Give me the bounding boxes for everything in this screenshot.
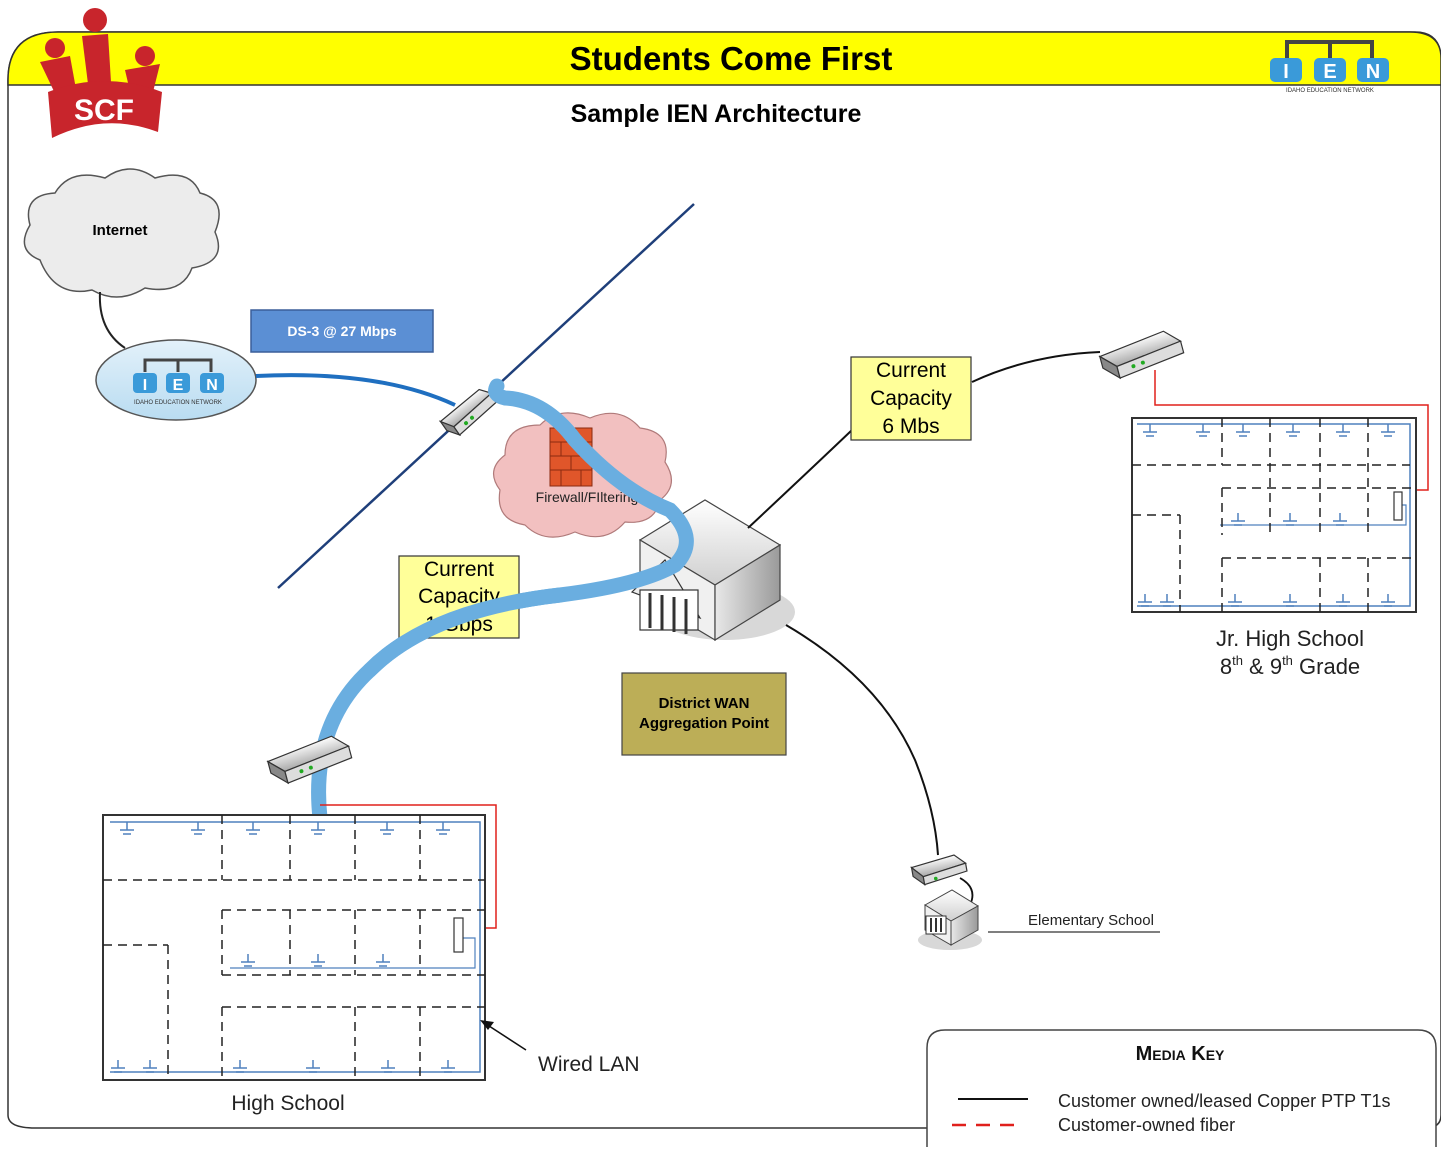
page-title: Students Come First <box>570 40 893 77</box>
capacity-6m-line-3: 6 Mbs <box>882 415 939 438</box>
internet-label: Internet <box>92 222 147 239</box>
ien-node-i: I <box>143 377 147 394</box>
edge-router-icon <box>438 388 498 437</box>
firewall-label: Firewall/FIltering <box>536 489 639 505</box>
jr-high-grade-mid: & 9 <box>1243 654 1282 679</box>
jr-high-grade-end: Grade <box>1293 654 1360 679</box>
ien-node-caption: IDAHO EDUCATION NETWORK <box>134 400 222 406</box>
capacity-1g-line-2: Capacity <box>418 585 500 608</box>
ien-letter-i: I <box>1283 61 1289 83</box>
legend-label-copper: Customer owned/leased Copper PTP T1s <box>1058 1091 1391 1111</box>
ien-logo: I E N IDAHO EDUCATION NETWORK <box>1270 40 1389 94</box>
elementary-router-icon <box>910 854 968 886</box>
jr-high-grade-b-sup: th <box>1282 653 1293 668</box>
ien-node-e: E <box>173 377 184 394</box>
ien-logo-caption: IDAHO EDUCATION NETWORK <box>1286 88 1374 94</box>
media-key-title: Media Key <box>1136 1043 1225 1065</box>
high-school-floorplan <box>102 814 486 1081</box>
ien-node-n: N <box>206 377 218 394</box>
capacity-6m-line-1: Current <box>876 359 946 382</box>
page-subtitle: Sample IEN Architecture <box>571 100 862 128</box>
wired-lan-callout: Wired LAN <box>480 1020 640 1076</box>
jr-high-grade-a: 8 <box>1220 654 1232 679</box>
district-box: District WAN Aggregation Point <box>621 672 787 756</box>
high-school-router-icon <box>266 735 353 785</box>
jr-high-link-b <box>971 351 1101 383</box>
wired-lan-label: Wired LAN <box>538 1053 640 1076</box>
scf-logo: SCF <box>40 8 162 138</box>
district-line-2: Aggregation Point <box>639 715 769 732</box>
internet-link <box>98 291 126 349</box>
elementary-link <box>785 624 939 856</box>
jr-high-floorplan <box>1131 417 1417 613</box>
ien-letter-n: N <box>1366 61 1380 83</box>
capacity-6m-line-2: Capacity <box>870 387 952 410</box>
ien-node: I E N IDAHO EDUCATION NETWORK <box>95 339 257 421</box>
scf-logo-text: SCF <box>74 94 134 127</box>
capacity-1g-box: Current Capacity 1 Gbps <box>398 555 520 639</box>
district-line-1: District WAN <box>659 695 750 712</box>
legend-label-fiber: Customer-owned fiber <box>1058 1115 1235 1135</box>
jr-high-grade: 8th & 9th Grade <box>1220 653 1360 679</box>
jr-high-grade-a-sup: th <box>1232 653 1243 668</box>
firewall-cloud: Firewall/FIltering <box>493 412 672 538</box>
internet-cloud: Internet <box>23 168 220 298</box>
ds3-label: DS-3 @ 27 Mbps <box>287 323 397 339</box>
fiber-link-overlay <box>362 587 568 678</box>
capacity-6m-box: Current Capacity 6 Mbs <box>850 356 972 441</box>
ien-letter-e: E <box>1323 61 1336 83</box>
jr-high-router-icon <box>1098 330 1185 380</box>
ds3-label-box: DS-3 @ 27 Mbps <box>250 309 434 353</box>
jr-high-link-a <box>747 429 853 529</box>
elementary-label: Elementary School <box>1028 912 1154 929</box>
elementary-building-icon <box>918 889 982 950</box>
high-school-label: High School <box>231 1092 344 1115</box>
jr-high-label: Jr. High School <box>1216 626 1364 651</box>
media-key: Media Key Customer owned/leased Copper P… <box>926 1029 1437 1147</box>
ds3-link <box>255 373 456 407</box>
jr-high-fiber <box>1154 370 1429 491</box>
capacity-1g-line-1: Current <box>424 558 494 581</box>
